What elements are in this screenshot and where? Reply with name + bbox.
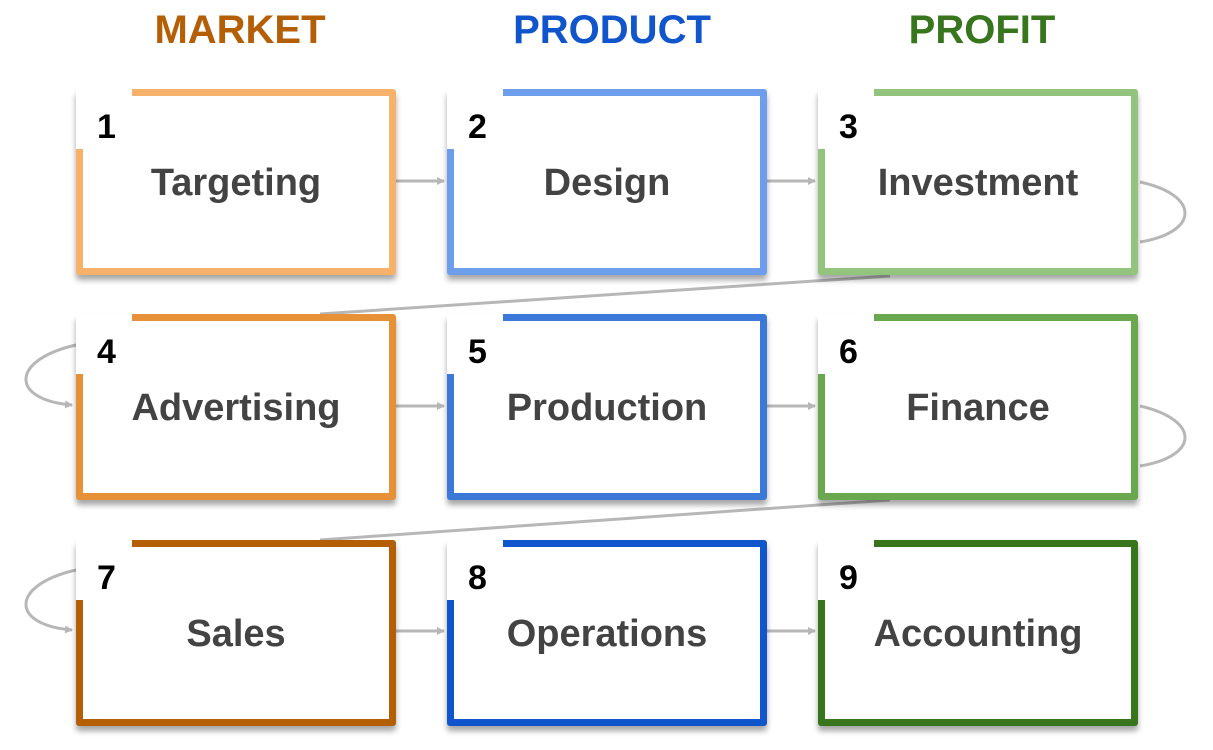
step-number: 4 <box>97 333 116 371</box>
step-number: 6 <box>839 333 858 371</box>
header-profit: PROFIT <box>908 8 1056 52</box>
step-number: 3 <box>839 108 858 146</box>
header-market: MARKET <box>154 8 326 52</box>
step-label: Investment <box>877 162 1079 204</box>
number-notch <box>818 89 874 149</box>
step-label: Accounting <box>873 613 1083 655</box>
number-notch <box>447 314 503 374</box>
step-label: Advertising <box>131 387 341 429</box>
step-label: Finance <box>906 387 1050 429</box>
step-number: 2 <box>468 108 487 146</box>
number-notch <box>818 540 874 600</box>
step-label: Targeting <box>150 162 322 204</box>
step-label: Sales <box>186 613 286 655</box>
step-number: 7 <box>97 559 116 597</box>
step-label: Operations <box>506 613 708 655</box>
number-notch <box>76 89 132 149</box>
step-number: 8 <box>468 559 487 597</box>
step-label: Design <box>543 162 671 204</box>
number-notch <box>447 540 503 600</box>
step-number: 1 <box>97 108 116 146</box>
number-notch <box>76 540 132 600</box>
step-label: Production <box>506 387 708 429</box>
step-number: 5 <box>468 333 487 371</box>
number-notch <box>447 89 503 149</box>
step-number: 9 <box>839 559 858 597</box>
number-notch <box>76 314 132 374</box>
number-notch <box>818 314 874 374</box>
header-product: PRODUCT <box>513 8 711 52</box>
connector-6-7 <box>319 404 1187 542</box>
arrow-into-7 <box>24 568 77 634</box>
connector-3-4 <box>319 180 1187 316</box>
arrow-into-4 <box>24 343 77 409</box>
